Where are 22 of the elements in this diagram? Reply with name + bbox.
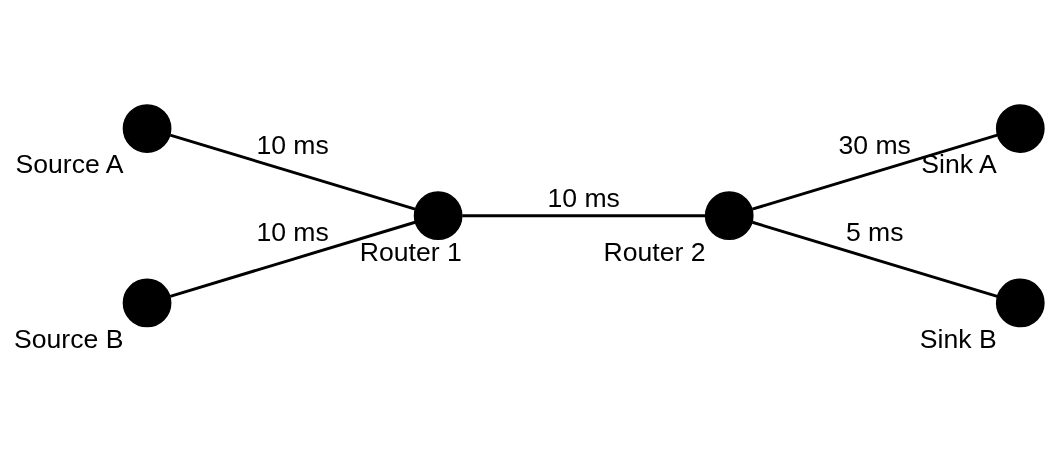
node-label: Sink B — [919, 323, 997, 354]
node-circle — [995, 278, 1045, 328]
connector — [751, 133, 998, 211]
node-circle — [995, 104, 1045, 153]
node-circle — [413, 191, 463, 241]
connector — [751, 220, 998, 298]
node-circle — [122, 278, 172, 328]
edge-label: 5 ms — [845, 217, 904, 248]
node-label: Router 2 — [603, 236, 706, 267]
edge-label: 30 ms — [838, 130, 911, 161]
connector — [169, 133, 416, 211]
connector — [462, 214, 706, 218]
node-label: Sink A — [921, 149, 997, 180]
connector — [169, 220, 416, 298]
node-label: Source A — [15, 149, 124, 180]
node-circle — [704, 191, 754, 241]
edge-label: 10 ms — [547, 183, 620, 214]
node-label: Router 1 — [359, 236, 462, 267]
edge-label: 10 ms — [256, 217, 329, 248]
node-label: Source B — [14, 323, 124, 354]
edge-label: 10 ms — [256, 130, 329, 161]
node-circle — [122, 104, 172, 153]
